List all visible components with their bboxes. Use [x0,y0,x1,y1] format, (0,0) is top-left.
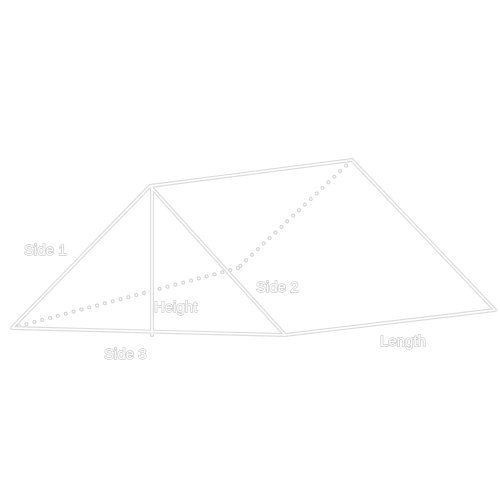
right-top-edge [149,159,496,336]
front-triangle-face [11,185,286,336]
prism-edges [11,159,496,336]
hidden-back-ridge [237,159,353,269]
side1-label: Side 1 [24,242,67,259]
height-label: Height [154,299,198,316]
length-label: Length [380,333,426,350]
side3-label: Side 3 [104,346,147,363]
side2-label: Side 2 [256,279,299,296]
hidden-back-base [11,267,239,329]
prism-edges-outline [10,158,497,337]
